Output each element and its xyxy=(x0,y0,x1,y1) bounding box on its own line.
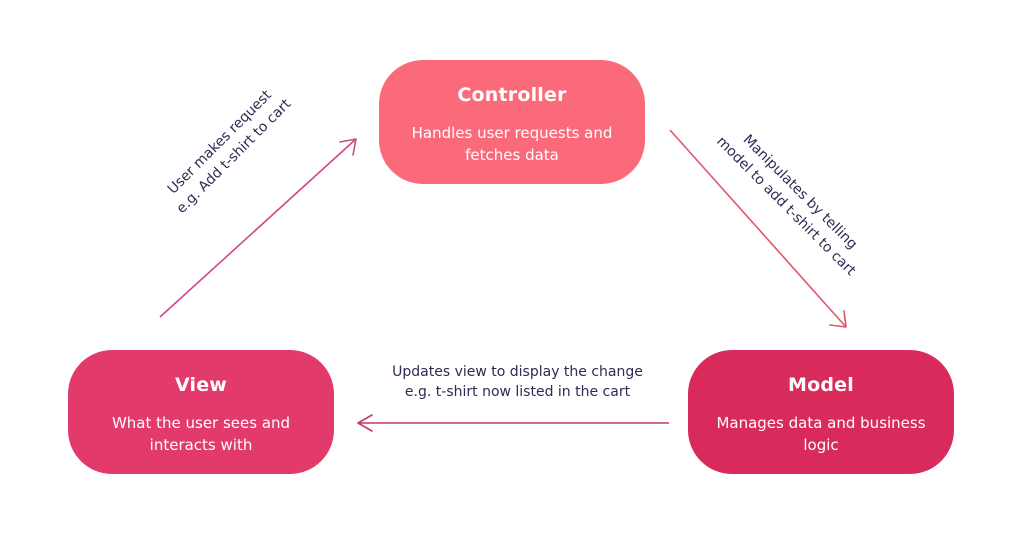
view-node: View What the user sees and interacts wi… xyxy=(68,350,334,474)
edge-label-line: Updates view to display the change xyxy=(392,364,643,380)
arrow-view-to-controller xyxy=(159,138,357,318)
arrow-model-to-view xyxy=(357,414,669,432)
model-node: Model Manages data and business logic xyxy=(688,350,954,474)
controller-title: Controller xyxy=(457,84,567,106)
controller-node: Controller Handles user requests and fet… xyxy=(379,60,645,184)
edge-label-update-view: Updates view to display the change e.g. … xyxy=(355,362,680,402)
view-title: View xyxy=(174,374,228,396)
model-description: Manages data and business logic xyxy=(716,414,926,454)
model-title: Model xyxy=(788,374,854,396)
controller-description: Handles user requests and fetches data xyxy=(411,124,613,164)
edge-label-line: e.g. t-shirt now listed in the cart xyxy=(404,384,631,400)
arrow-controller-to-model xyxy=(669,129,847,328)
view-description: What the user sees and interacts with xyxy=(111,414,291,454)
